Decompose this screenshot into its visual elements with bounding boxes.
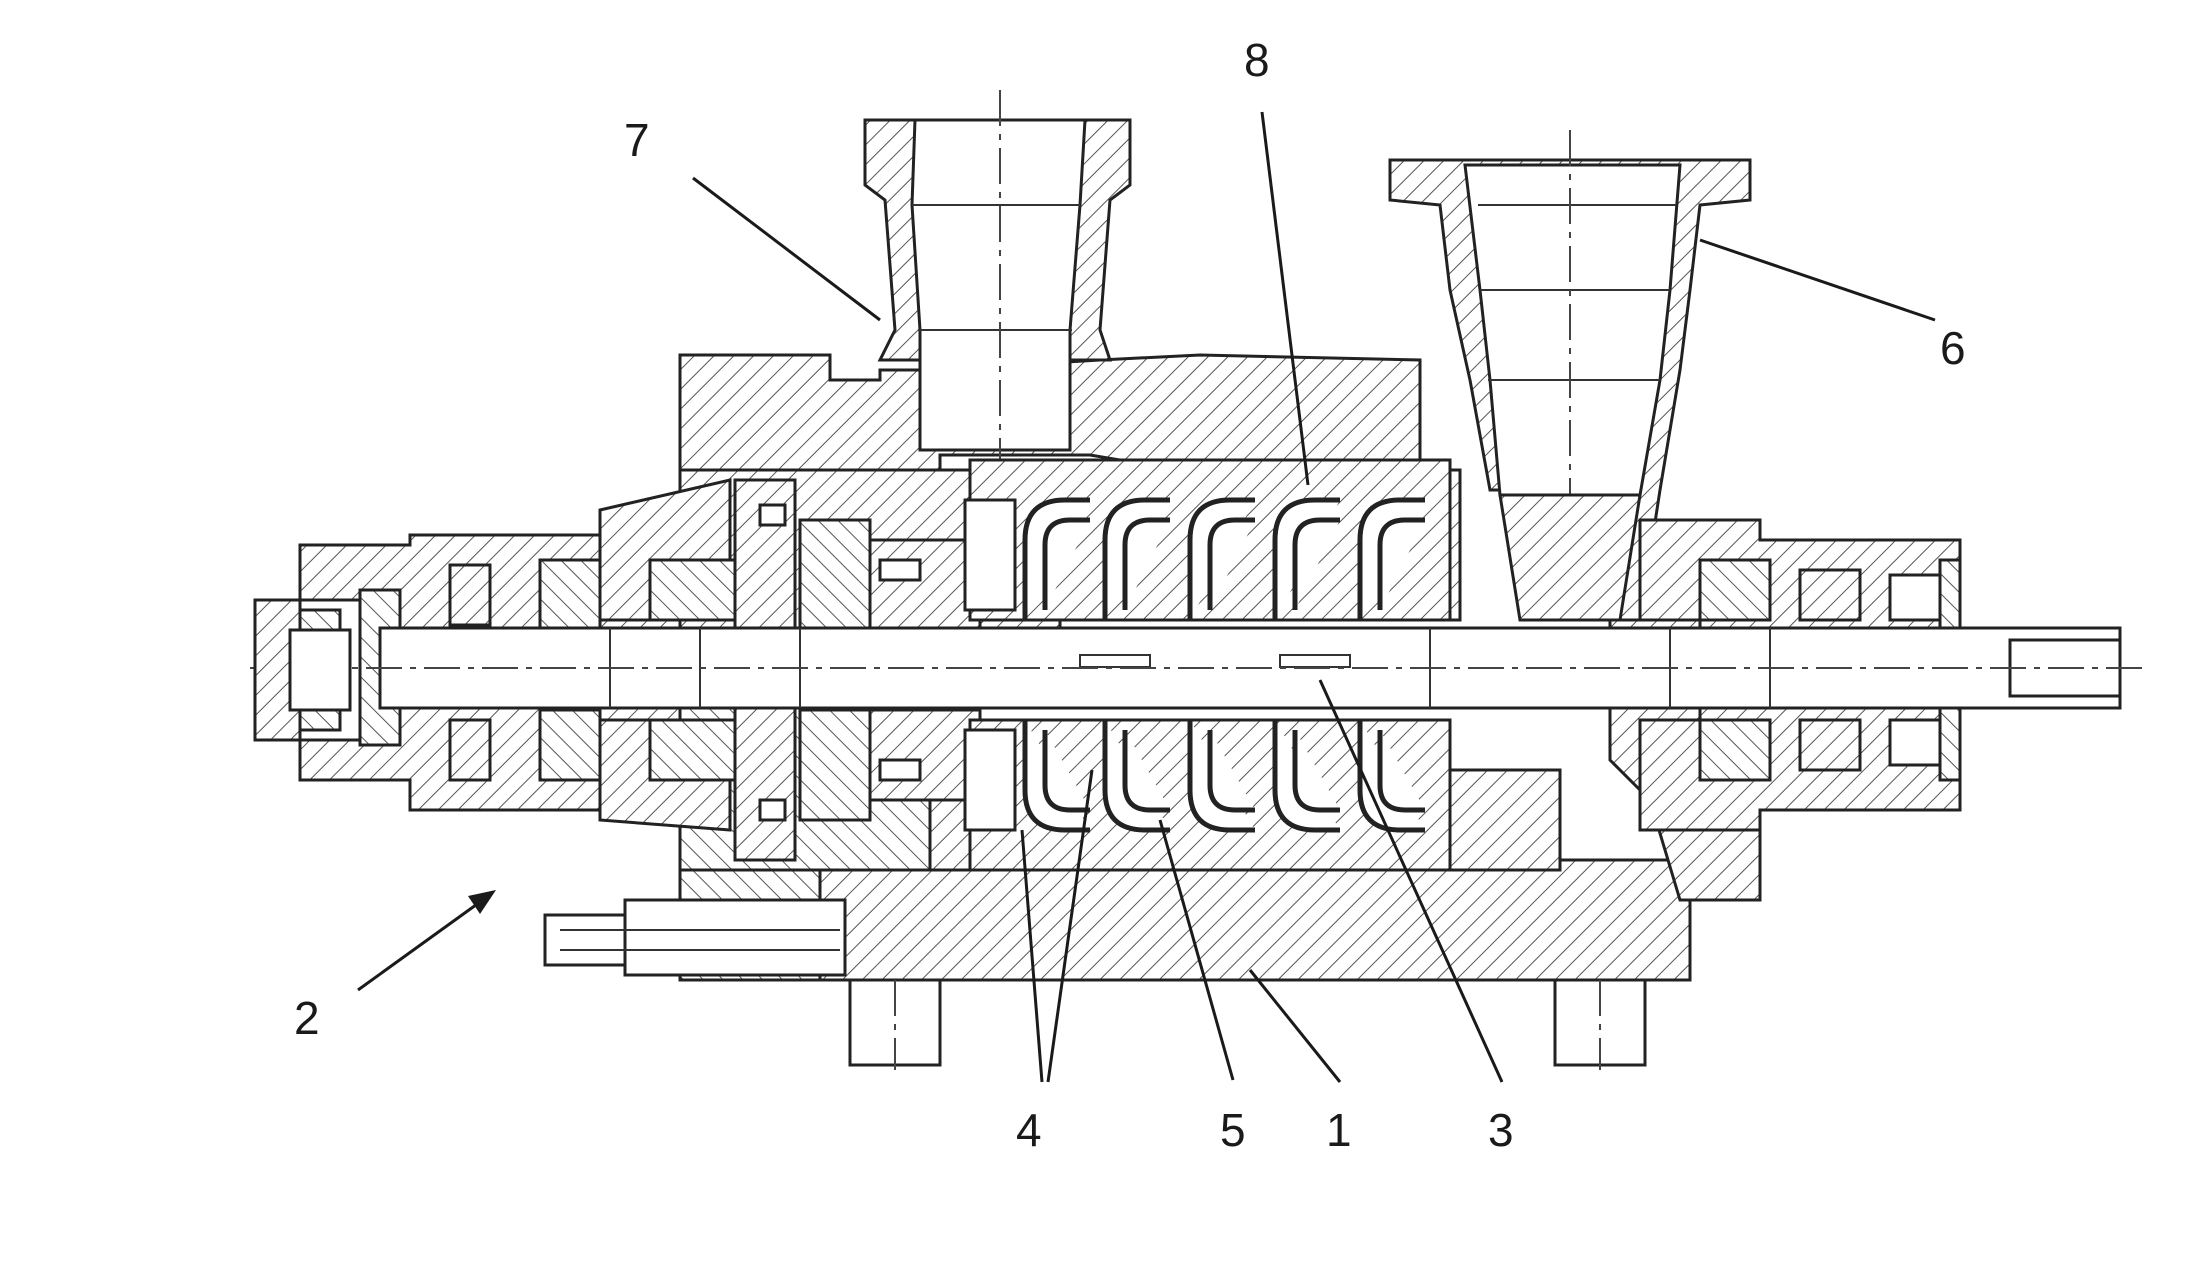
label-pump: 2 (294, 992, 320, 1044)
leader-line-1 (1250, 970, 1340, 1082)
leader-line-6 (1700, 240, 1935, 320)
leader-line-7 (693, 178, 880, 320)
tie-bolt (545, 900, 845, 975)
pump-reference-arrow (358, 890, 496, 990)
shaft (250, 628, 2150, 708)
label-housing: 1 (1326, 1104, 1352, 1156)
label-shaft: 3 (1488, 1104, 1514, 1156)
label-impellers: 4 (1016, 1104, 1042, 1156)
label-stage: 5 (1220, 1104, 1246, 1156)
label-diffuser: 8 (1244, 34, 1270, 86)
label-suction-nozzle: 7 (624, 114, 650, 166)
label-discharge-nozzle: 6 (1940, 322, 1966, 374)
